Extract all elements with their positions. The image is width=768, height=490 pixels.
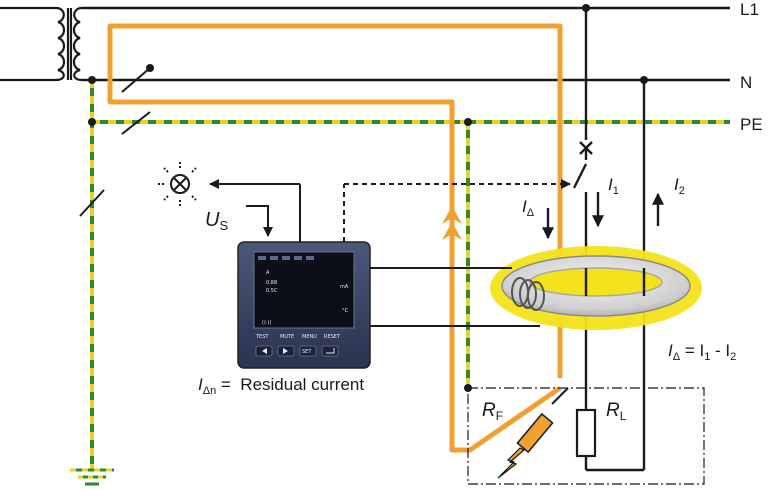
meter-wires <box>209 179 571 327</box>
label-us: US <box>205 209 228 233</box>
junction-pe <box>88 118 96 126</box>
meter-button-menu[interactable]: MENU <box>302 334 317 340</box>
meter-button-reset[interactable]: RESET <box>324 334 341 340</box>
label-rl: RL <box>606 400 627 423</box>
junction-l1 <box>582 4 590 12</box>
right-arrow-icon <box>283 348 288 354</box>
meter-display <box>253 251 355 329</box>
junction-pe-left <box>88 76 96 84</box>
junction-pe-right <box>464 118 472 126</box>
meter-key-set[interactable] <box>299 345 317 357</box>
display-unit-ma: mA <box>340 284 349 290</box>
label-i1: I1 <box>608 175 619 197</box>
junction-n <box>640 76 648 84</box>
display-line-3: 0.5C <box>266 288 278 294</box>
transformer <box>0 6 83 82</box>
meter-key-enter[interactable] <box>321 345 339 357</box>
display-line-1: A <box>266 270 270 276</box>
label-pe: PE <box>740 115 763 134</box>
label-i2: I2 <box>674 175 685 197</box>
residual-current-monitor: A 0.88 0.5C mA °C ((·)) TEST MUTE MENU R… <box>237 241 371 369</box>
label-n: N <box>740 73 752 92</box>
meter-button-mute[interactable]: MUTE <box>280 334 294 340</box>
load-enclosure <box>467 387 705 485</box>
label-rf: RF <box>482 400 503 423</box>
label-l1: L1 <box>740 0 759 19</box>
earth-ground-icon <box>70 468 114 486</box>
meter-button-test[interactable]: TEST <box>255 334 269 340</box>
display-line-2: 0.88 <box>266 280 277 286</box>
meter-key-set-label: SET <box>302 349 312 355</box>
left-arrow-icon <box>262 348 267 354</box>
breaker-contact <box>572 141 593 189</box>
pe-conductor <box>90 80 730 470</box>
indicator-lamp-icon <box>158 162 197 206</box>
load-resistor <box>575 408 597 458</box>
current-transformer <box>490 246 702 330</box>
display-unit-c: °C <box>342 308 349 314</box>
label-i-delta: IΔ <box>522 197 535 219</box>
formula-residual-current: IΔn = Residual current <box>198 375 364 397</box>
fault-current-path <box>107 23 563 453</box>
fault-direction-arrows <box>442 206 462 240</box>
enter-icon <box>326 348 335 354</box>
ct-winding <box>511 277 545 311</box>
current-arrows <box>542 192 664 240</box>
fault-spark-icon <box>497 387 569 479</box>
switch-symbols <box>79 64 154 217</box>
display-bottom: ((·)) <box>262 320 271 326</box>
formula-difference: IΔ = I1 - I2 <box>668 341 736 363</box>
